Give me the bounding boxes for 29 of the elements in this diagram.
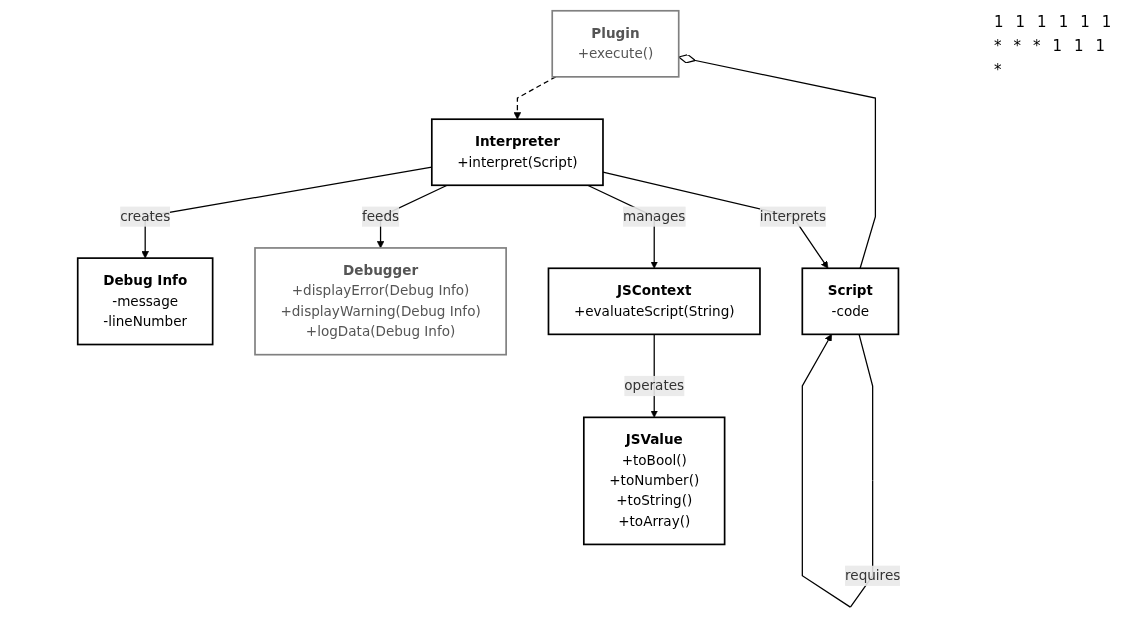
multiplicity: * <box>994 61 1002 79</box>
edge-label: interprets <box>759 207 826 224</box>
node-box: Plugin +execute() <box>551 9 680 78</box>
multiplicity: * <box>1013 37 1021 55</box>
arrow <box>602 171 829 269</box>
multiplicity: 1 <box>1058 13 1069 31</box>
multiplicity: 1 <box>1052 37 1063 55</box>
edge-label: requires <box>845 566 901 583</box>
multiplicity: * <box>994 37 1002 55</box>
multiplicity: 1 <box>1095 37 1106 55</box>
arrow <box>513 75 557 120</box>
node-box: Debug Info -message -lineNumber <box>76 256 214 345</box>
multiplicity: 1 <box>1101 13 1112 31</box>
multiplicity: 1 <box>1080 13 1090 31</box>
node-box: Script -code <box>801 266 900 335</box>
multiplicity: * <box>1033 37 1041 55</box>
multiplicity: 1 <box>1074 37 1084 55</box>
node-box: JSContext +evaluateScript(String) <box>547 266 761 335</box>
edge-label: manages <box>623 207 686 224</box>
multiplicity: 1 <box>1037 13 1047 31</box>
node-box: Debugger +displayError(Debug Info) +displayWarning(Debug Info) +logData(Debug Info) <box>254 246 507 356</box>
edge-label: feeds <box>362 207 400 224</box>
connector <box>678 53 877 269</box>
edge-label: operates <box>624 377 685 394</box>
node-box: JSValue +toBool() +toNumber() +toString() +toArray() <box>582 416 726 545</box>
edge-label: creates <box>120 207 171 224</box>
multiplicity: 1 <box>1015 13 1026 31</box>
multiplicity: 1 <box>994 13 1004 31</box>
node-box: Interpreter +interpret(Script) <box>430 117 604 186</box>
